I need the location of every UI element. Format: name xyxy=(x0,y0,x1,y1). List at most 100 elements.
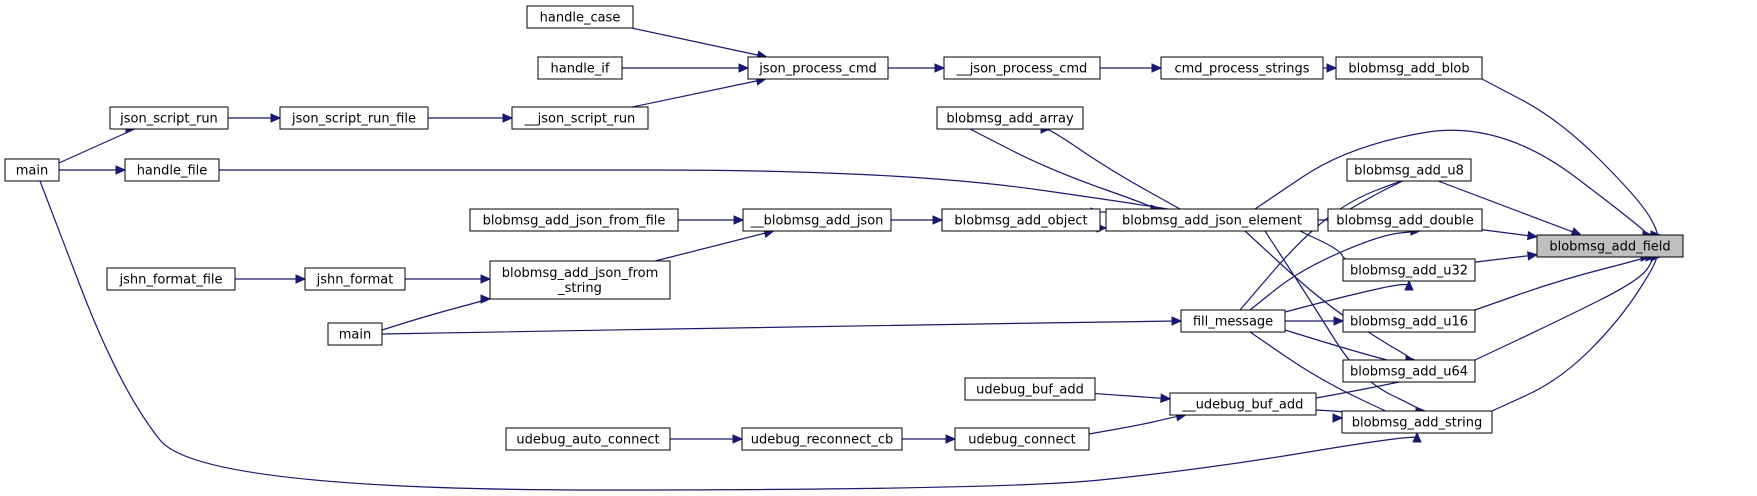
node-blobmsg-add-array[interactable]: blobmsg_add_array xyxy=(936,106,1084,130)
node-label: udebug_connect xyxy=(968,433,1076,448)
node-blobmsg-add-json-from-file[interactable]: blobmsg_add_json_from_file xyxy=(469,208,679,232)
node-handle-if[interactable]: handle_if xyxy=(537,56,623,80)
node-main2[interactable]: main xyxy=(327,322,383,346)
edge-line xyxy=(1239,177,1410,311)
arrowhead-icon xyxy=(1332,413,1344,423)
edge-handle_case-to-json_process_cmd xyxy=(632,27,768,60)
node-udebug-connect[interactable]: udebug_connect xyxy=(954,427,1090,451)
node-udebug-auto-connect[interactable]: udebug_auto_connect xyxy=(505,427,671,451)
edge-udebug_reconnect_cb-to-udebug_connect xyxy=(902,434,957,444)
node-jshn-format-file[interactable]: jshn_format_file xyxy=(106,267,236,291)
node-box xyxy=(1536,234,1684,258)
arrowhead-icon xyxy=(1171,316,1183,326)
edge-line xyxy=(1491,256,1657,412)
arrowhead-icon xyxy=(1412,431,1422,443)
node-box xyxy=(1180,309,1286,333)
arrowhead-icon xyxy=(738,63,750,73)
node-box xyxy=(1342,359,1476,383)
node-box xyxy=(1346,158,1472,182)
node-blobmsg-add-object[interactable]: blobmsg_add_object xyxy=(941,208,1101,232)
node-blobmsg-add-field[interactable]: blobmsg_add_field xyxy=(1536,234,1684,258)
node-label: blobmsg_add_json_element xyxy=(1122,214,1302,229)
node-fill-message[interactable]: fill_message xyxy=(1180,309,1286,333)
node-blobmsg-add-u16[interactable]: blobmsg_add_u16 xyxy=(1342,309,1476,333)
node-blobmsg-add-u32[interactable]: blobmsg_add_u32 xyxy=(1342,258,1476,282)
node-label: main xyxy=(16,164,48,179)
node-label: blobmsg_add_u8 xyxy=(1354,164,1464,179)
edge-blobmsg_add_double-to-blobmsg_add_field xyxy=(1481,229,1539,241)
node---udebug-buf-add[interactable]: __udebug_buf_add xyxy=(1169,392,1317,416)
node-json-script-run[interactable]: json_script_run xyxy=(109,106,229,130)
node-box xyxy=(124,158,220,182)
node---blobmsg-add-json[interactable]: __blobmsg_add_json xyxy=(742,208,892,232)
edge-line xyxy=(1315,379,1410,399)
node-box xyxy=(304,267,406,291)
node-cmd-process-strings[interactable]: cmd_process_strings xyxy=(1160,56,1324,80)
node-blobmsg-add-u64[interactable]: blobmsg_add_u64 xyxy=(1342,359,1476,383)
edge-line xyxy=(1474,256,1647,311)
edge-line xyxy=(1244,230,1412,361)
edge-handle_if-to-json_process_cmd xyxy=(622,63,750,73)
edge-main1-to-handle_file xyxy=(59,165,127,175)
node---json-process-cmd[interactable]: __json_process_cmd xyxy=(943,56,1101,80)
node-json-process-cmd[interactable]: json_process_cmd xyxy=(747,56,889,80)
edge-__json_script_run-to-json_process_cmd xyxy=(632,76,767,108)
edge-line xyxy=(1094,392,1162,399)
node-box xyxy=(1342,309,1476,333)
node-box xyxy=(327,322,383,346)
node-box xyxy=(954,427,1090,451)
arrowhead-icon xyxy=(1151,63,1163,73)
node-box xyxy=(4,158,60,182)
node-label: blobmsg_add_field xyxy=(1549,240,1670,255)
arrowhead-icon xyxy=(1160,393,1172,403)
node-label: blobmsg_add_double xyxy=(1336,214,1474,229)
edge-jshn_format-to-blobmsg_add_json_from_string xyxy=(405,274,492,284)
node-handle-case[interactable]: handle_case xyxy=(526,5,634,29)
node-blobmsg-add-blob[interactable]: blobmsg_add_blob xyxy=(1335,56,1483,80)
arrowhead-icon xyxy=(733,215,745,225)
node-box xyxy=(526,5,634,29)
node-box xyxy=(747,56,889,80)
node-label: blobmsg_add_u32 xyxy=(1350,264,1468,279)
node-label: blobmsg_add_blob xyxy=(1348,62,1469,77)
node-blobmsg-add-string[interactable]: blobmsg_add_string xyxy=(1341,410,1493,434)
node-label: cmd_process_strings xyxy=(1174,62,1309,77)
node-handle-file[interactable]: handle_file xyxy=(124,158,220,182)
edge-main1-to-blobmsg_add_string xyxy=(39,180,1422,491)
node-udebug-buf-add[interactable]: udebug_buf_add xyxy=(964,377,1096,401)
edge-fill_message-to-blobmsg_add_u8 xyxy=(1239,168,1414,311)
node-label: udebug_reconnect_cb xyxy=(751,433,894,448)
node-main1[interactable]: main xyxy=(4,158,60,182)
node-blobmsg-add-json-element[interactable]: blobmsg_add_json_element xyxy=(1105,208,1319,232)
node---json-script-run[interactable]: __json_script_run xyxy=(511,106,649,130)
node-blobmsg-add-double[interactable]: blobmsg_add_double xyxy=(1327,208,1483,232)
node-box xyxy=(936,106,1084,130)
node-box xyxy=(1335,56,1483,80)
node-box xyxy=(1169,392,1317,416)
edge-line xyxy=(1254,129,1649,236)
node-json-script-run-file[interactable]: json_script_run_file xyxy=(279,106,429,130)
node-udebug-reconnect-cb[interactable]: udebug_reconnect_cb xyxy=(741,427,903,451)
edge-line xyxy=(632,27,758,56)
node-label: blobmsg_add_json_from_file xyxy=(483,214,666,229)
edge-blobmsg_add_u16-to-blobmsg_add_field xyxy=(1474,252,1652,311)
edge-blobmsg_add_json_element-to-blobmsg_add_array xyxy=(1040,124,1181,210)
edge-udebug_auto_connect-to-udebug_reconnect_cb xyxy=(670,434,744,444)
node-label: handle_file xyxy=(137,164,208,179)
node-box xyxy=(941,208,1101,232)
edge-blobmsg_add_u32-to-blobmsg_add_field xyxy=(1474,251,1539,263)
arrowhead-icon xyxy=(1333,316,1345,326)
edge-line xyxy=(632,80,757,108)
arrowhead-icon xyxy=(1570,227,1583,237)
arrowhead-icon xyxy=(934,63,946,73)
edge-line xyxy=(1481,78,1658,236)
arrowhead-icon xyxy=(502,113,514,123)
edge-json_script_run-to-json_script_run_file xyxy=(228,113,282,123)
node-box xyxy=(537,56,623,80)
node-blobmsg-add-u8[interactable]: blobmsg_add_u8 xyxy=(1346,158,1472,182)
arrowhead-icon xyxy=(270,113,282,123)
node-jshn-format[interactable]: jshn_format xyxy=(304,267,406,291)
node-box xyxy=(1160,56,1324,80)
node-blobmsg-add-json-from-string[interactable]: blobmsg_add_json_from_string xyxy=(489,260,671,300)
